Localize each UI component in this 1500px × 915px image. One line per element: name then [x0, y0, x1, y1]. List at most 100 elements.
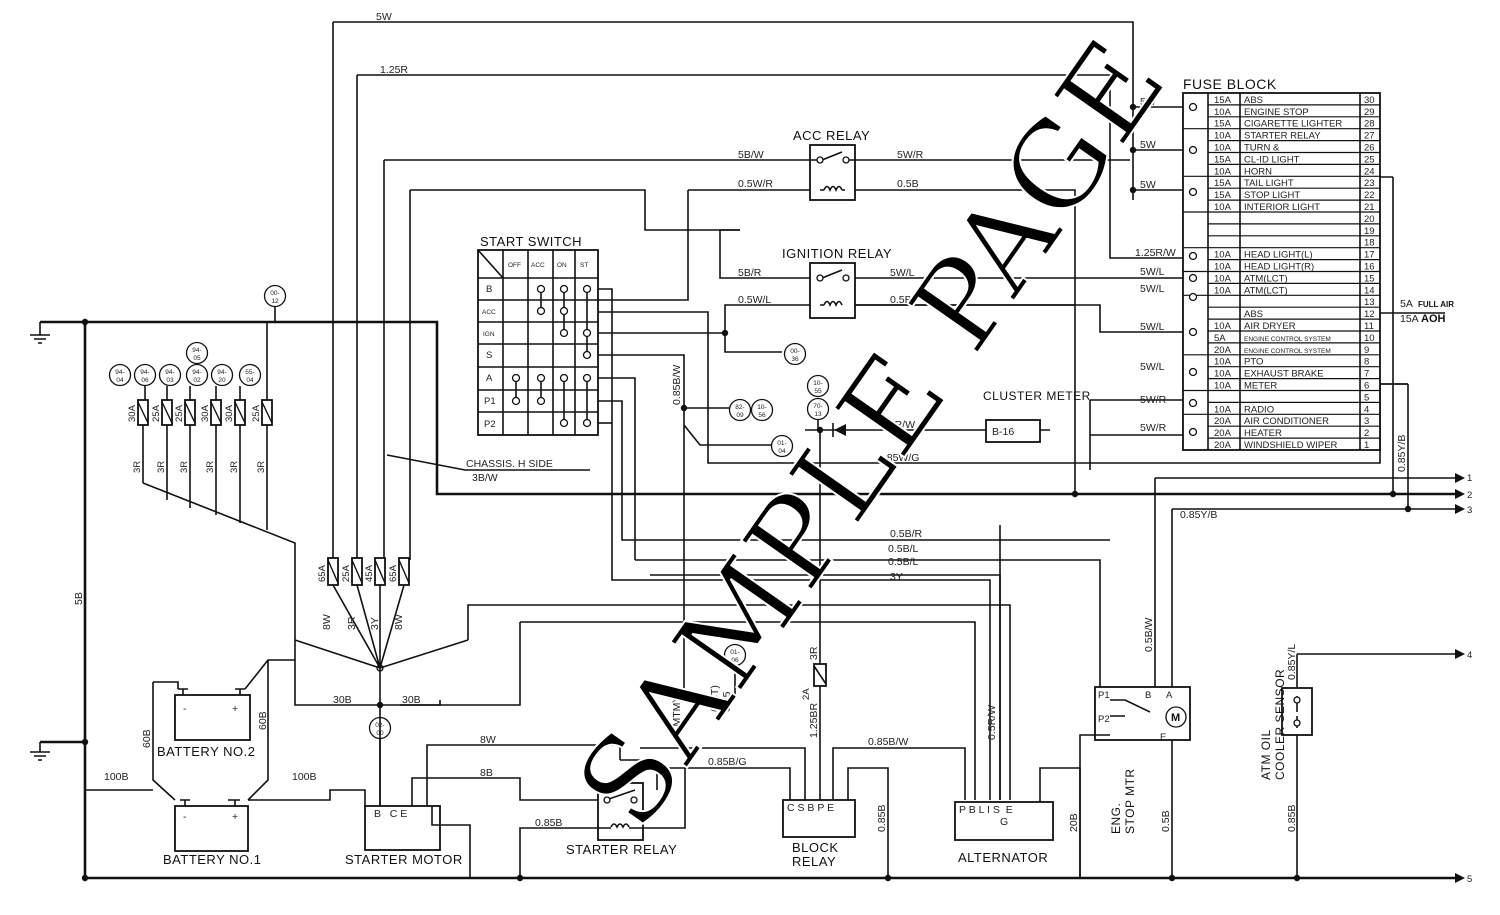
minus-sign: - [183, 811, 187, 823]
wire-label: 60B [141, 729, 153, 748]
col-off: OFF [508, 262, 521, 269]
fuse-number: 13 [1364, 297, 1375, 308]
wire-label: 8B [480, 767, 493, 779]
block-relay-label-2: RELAY [792, 854, 836, 869]
wire-label: (LCT) [709, 685, 721, 712]
cluster-meter: CLUSTER METER B-16 [832, 389, 1090, 443]
option-full-air: FULL AIR [1418, 300, 1454, 309]
plus-sign: + [232, 703, 238, 715]
battery-1-label: BATTERY NO.1 [163, 852, 261, 867]
fuse-row: 20 [1208, 211, 1380, 225]
atm-oil-cooler-sensor: ATM OIL COOLER SENSOR [1259, 669, 1313, 780]
fuse-rating: 65A [388, 564, 399, 582]
starter-motor-pins: B C E [374, 808, 407, 820]
fuse-terminal [1188, 292, 1198, 302]
connector-ref-label: 94- [192, 369, 201, 376]
wire-label: 3R [205, 461, 216, 473]
start-switch: START SWITCH OFF ACC ON ST B ACC IGN S A… [477, 234, 599, 436]
fuse-row: 13 [1208, 294, 1380, 308]
fuse-terminal [1188, 327, 1198, 337]
wire-label: 1.25R/W [1135, 247, 1176, 259]
row-p2: P2 [484, 419, 496, 430]
fuse-name: AIR CONDITIONER [1244, 416, 1329, 427]
wire-labels: 5W 1.25R 5B/W 5W/R 0.5W/R 0.5B 5B/R 5W/L… [104, 11, 1217, 829]
fuse-number: 9 [1364, 345, 1369, 356]
wire-label: 3R [156, 461, 167, 473]
fuse-amp: 10A [1214, 357, 1232, 368]
row-ign: IGN [483, 331, 495, 338]
connector-ref-label: 36 [791, 356, 799, 363]
fuse-amp: 10A [1214, 262, 1232, 273]
wire-label: 30B [333, 694, 352, 706]
fuse-number: 10 [1364, 333, 1375, 344]
fuse-name: METER [1244, 381, 1277, 392]
connector-ref-label: 06 [141, 377, 149, 384]
fuse-amp: 20A [1214, 440, 1232, 451]
connector-ref-label: 56 [758, 412, 766, 419]
fuse-name: ENGINE STOP [1244, 107, 1309, 118]
wire-label: 0.5R/W [986, 705, 998, 740]
wire-label: 60B [257, 711, 269, 730]
wire-label: 100B [104, 771, 129, 783]
connector-ref-label: 02 [193, 377, 201, 384]
wire-label: 5W/L [1140, 266, 1165, 278]
fuse-rating: 30A [127, 404, 138, 422]
acc-relay-label: ACC RELAY [793, 128, 870, 143]
row-s: S [486, 350, 492, 361]
fuse-name: HORN [1244, 166, 1272, 177]
alternator-pins: P B L I S E [959, 804, 1013, 816]
wire-label: 5W/L [890, 267, 915, 279]
fuse-amp: 10A [1214, 273, 1232, 284]
fuse-number: 14 [1364, 285, 1375, 296]
fuse-number: 23 [1364, 178, 1375, 189]
fuse-name: ABS [1244, 309, 1263, 320]
fuse-amp: 15A [1214, 178, 1232, 189]
wire-label: 1.25BR [808, 703, 820, 738]
eng-stop-label-2: STOP MTR [1123, 768, 1137, 834]
wire-label: 5W [376, 11, 392, 23]
wire-label: 5W/R [1140, 394, 1167, 406]
fuse-name: ENGINE CONTROL SYSTEM [1244, 336, 1331, 343]
col-st: ST [580, 262, 588, 269]
fuse-name: CL-ID LIGHT [1244, 154, 1300, 165]
wire-label: 5W [1140, 139, 1156, 151]
atm-sensor-label: ATM OIL [1259, 729, 1273, 780]
fuse-name: HEATER [1244, 428, 1282, 439]
wire-label: 8W [393, 614, 405, 630]
fuse-name: CIGARETTE LIGHTER [1244, 119, 1342, 130]
wire-label: 1.25R [380, 64, 408, 76]
fuse-number: 21 [1364, 202, 1375, 213]
wire-label: 0.85W/G [878, 452, 919, 464]
fuse-terminal [1188, 367, 1198, 377]
fuse-amp: 10A [1214, 250, 1232, 261]
vertical-wire-labels: 5B 0.85B/W 60B 60B 8W 3R 3Y 8W (MTM) (LC… [73, 365, 1408, 832]
fuse-terminal [1188, 427, 1198, 437]
battery-2: - + BATTERY NO.2 [85, 659, 295, 801]
ignition-relay: IGNITION RELAY [782, 246, 892, 319]
acc-relay: ACC RELAY [793, 128, 870, 201]
output-2: 2 [1467, 490, 1472, 501]
wire-label: 5B/R [738, 267, 762, 279]
fuse-row: 5 [1208, 389, 1380, 403]
connector-ref-label: 01- [777, 440, 786, 447]
wire-label: 3Y [890, 571, 903, 583]
connector-ref-label: 04 [116, 377, 124, 384]
wire-label: 0.5B/R [890, 528, 923, 540]
connector-ref-label: 94- [217, 369, 226, 376]
wire-label: 3R [256, 461, 267, 473]
fuse: 65A [388, 557, 410, 586]
wire-label: 3Y [369, 617, 381, 630]
fuse-number: 7 [1364, 369, 1369, 380]
output-5: 5 [1467, 874, 1472, 885]
